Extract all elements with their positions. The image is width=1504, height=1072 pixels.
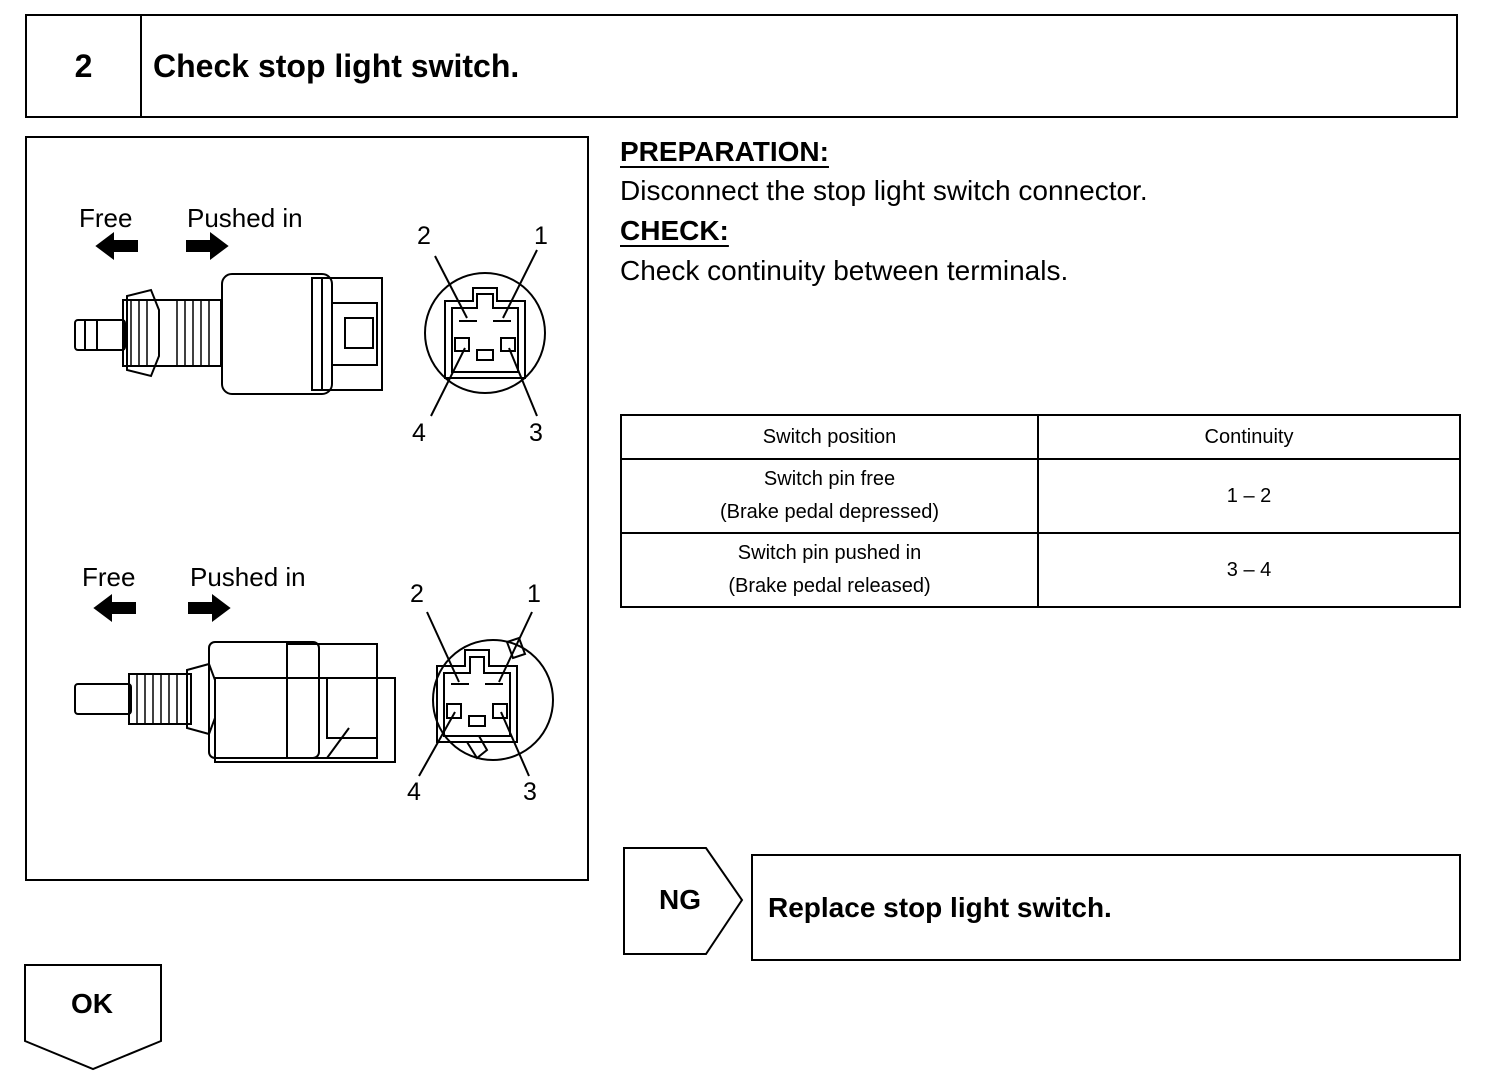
switch-drawing — [74, 232, 554, 777]
step-header: 2 Check stop light switch. — [25, 14, 1458, 118]
terminal-3-label: 3 — [523, 778, 537, 806]
terminal-2-label: 2 — [410, 580, 424, 608]
position-line: Switch pin free — [763, 468, 896, 490]
stop-light-switch-top — [74, 273, 383, 395]
check-heading: CHECK: — [620, 215, 729, 246]
ng-action-box: Replace stop light switch. — [751, 854, 1461, 961]
switch-position-cell: Switch pin pushed in (Brake pedal releas… — [619, 532, 1040, 608]
table-header-row: Switch position Continuity — [619, 414, 1461, 460]
pushed-in-label: Pushed in — [190, 562, 306, 592]
continuity-cell: 1 – 2 — [1037, 458, 1461, 534]
terminal-4-label: 4 — [412, 419, 426, 447]
connector-face-bottom — [418, 611, 554, 777]
terminal-1-label: 1 — [527, 580, 541, 608]
table-row: Switch pin free (Brake pedal depressed) … — [619, 458, 1461, 534]
free-label: Free — [79, 203, 133, 233]
step-number: 2 — [27, 16, 142, 116]
check-text: Check continuity between terminals. — [620, 255, 1069, 286]
continuity-cell: 3 – 4 — [1037, 532, 1461, 608]
connector-face-top — [424, 249, 546, 417]
stop-light-switch-bottom — [74, 641, 396, 763]
preparation-text: Disconnect the stop light switch connect… — [620, 175, 1148, 206]
table-row: Switch pin pushed in (Brake pedal releas… — [619, 532, 1461, 608]
right-arrow-icon — [186, 232, 229, 260]
free-label: Free — [82, 562, 136, 592]
left-arrow-icon — [93, 594, 136, 622]
ng-arrow-shape — [623, 847, 744, 955]
pushed-in-label: Pushed in — [187, 203, 303, 233]
terminal-3-label: 3 — [529, 419, 543, 447]
ng-label: NG — [659, 884, 701, 915]
step-title: Check stop light switch. — [153, 47, 520, 84]
position-line: Switch pin pushed in — [737, 542, 922, 564]
terminal-1-label: 1 — [534, 222, 548, 250]
terminal-2-label: 2 — [417, 222, 431, 250]
position-note: (Brake pedal depressed) — [720, 501, 940, 523]
right-arrow-icon — [188, 594, 231, 622]
header-continuity: Continuity — [1037, 414, 1461, 460]
header-switch-position: Switch position — [619, 414, 1040, 460]
ok-label: OK — [71, 988, 113, 1019]
switch-illustration-panel: Free Pushed in 2 1 4 3 Free Pushed in 2 … — [25, 136, 589, 881]
position-note: (Brake pedal released) — [728, 575, 931, 597]
ok-arrow-shape — [24, 964, 162, 1071]
switch-position-cell: Switch pin free (Brake pedal depressed) — [619, 458, 1040, 534]
terminal-4-label: 4 — [407, 778, 421, 806]
left-arrow-icon — [95, 232, 138, 260]
preparation-heading: PREPARATION: — [620, 136, 829, 167]
continuity-table: Switch position Continuity Switch pin fr… — [619, 414, 1461, 608]
